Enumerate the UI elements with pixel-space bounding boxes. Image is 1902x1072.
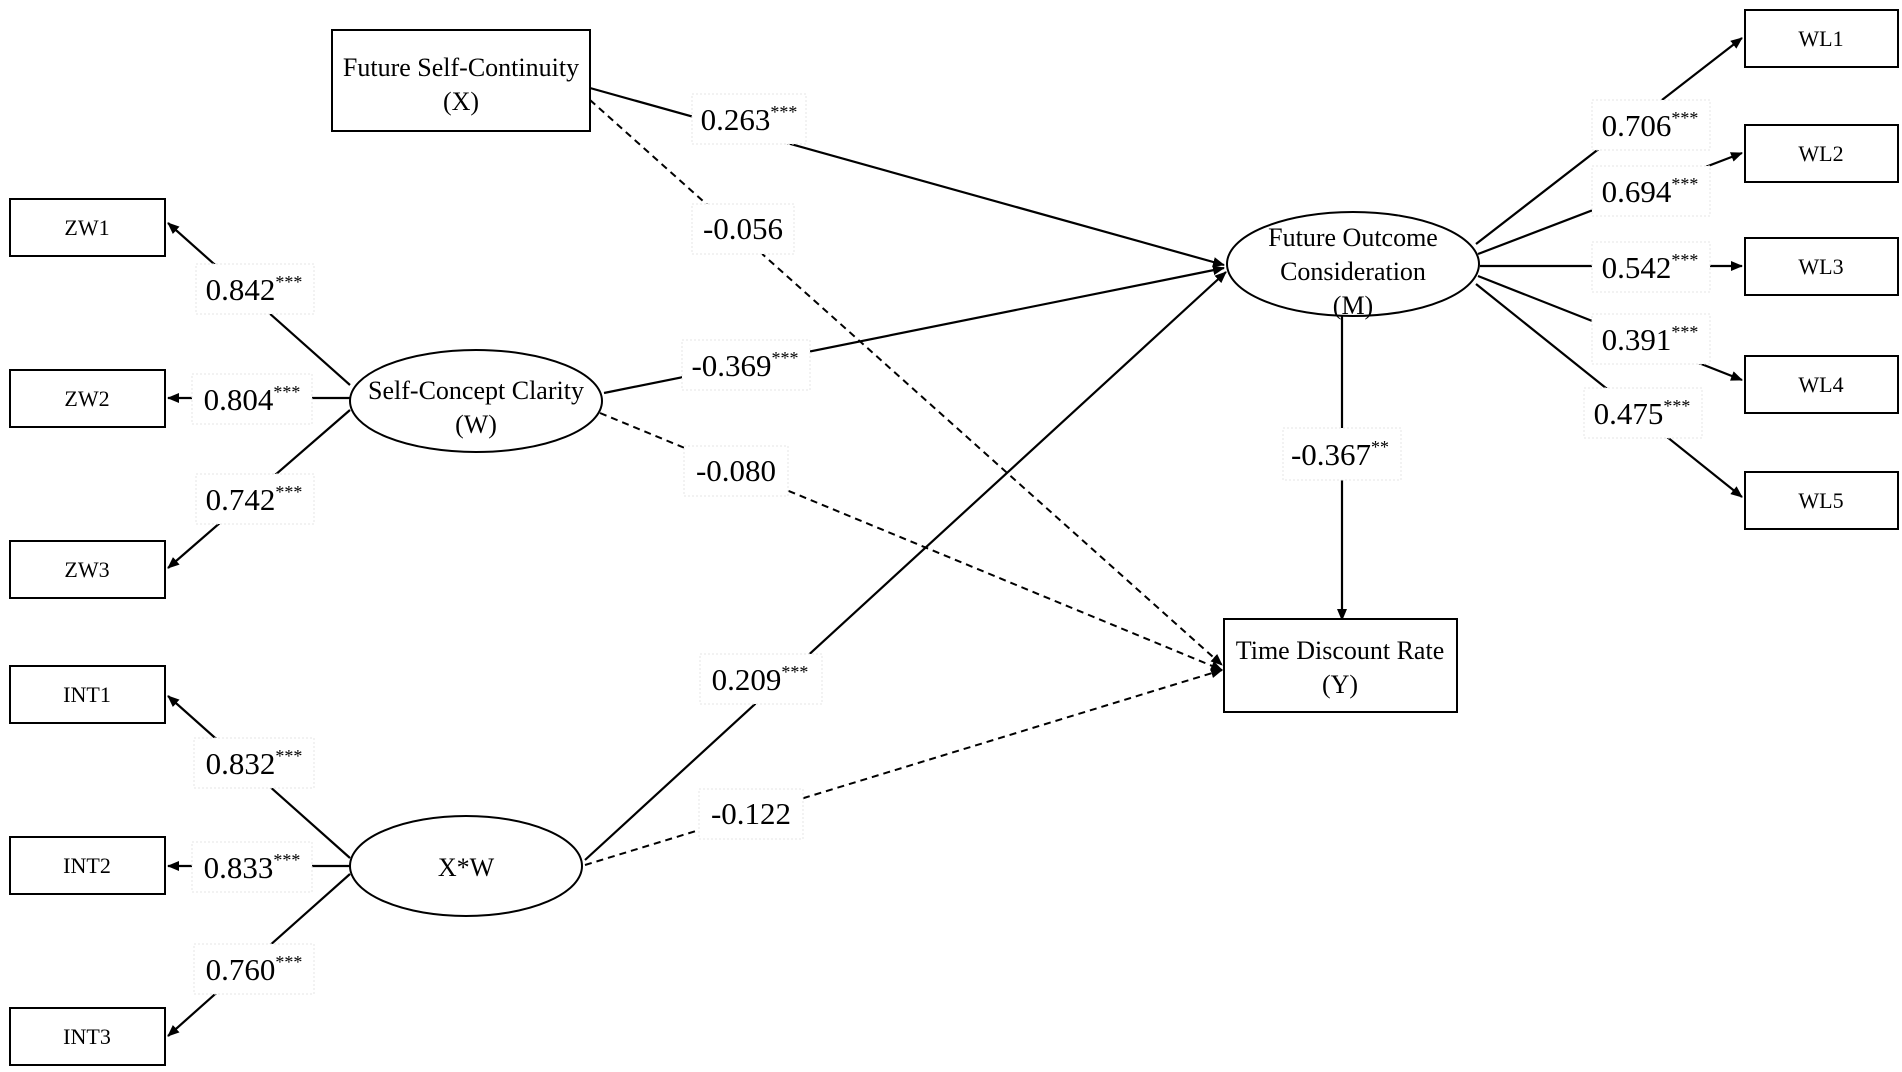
indicator-zw3: ZW3 <box>9 540 166 599</box>
edge-x-to-y <box>589 99 1223 666</box>
node-w-line-2: (W) <box>455 410 497 439</box>
svg-text:(Y): (Y) <box>1322 670 1358 699</box>
loading-wl4: 0.391*** <box>1591 313 1711 365</box>
svg-text:ZW3: ZW3 <box>64 557 109 582</box>
svg-text:0.542***: 0.542*** <box>1602 250 1699 285</box>
svg-text:-0.369***: -0.369*** <box>691 348 798 383</box>
loading-zw3: 0.742*** <box>195 473 315 525</box>
svg-text:Time Discount Rate: Time Discount Rate <box>1236 636 1444 665</box>
svg-text:WL3: WL3 <box>1798 254 1843 279</box>
node-x-line-1: Future Self-Continuity <box>343 53 579 82</box>
indicator-wl5: WL5 <box>1744 471 1899 530</box>
loading-int2: 0.833*** <box>191 841 313 893</box>
node-m-line-3: (M) <box>1333 291 1373 320</box>
loading-int3: 0.760*** <box>193 943 315 995</box>
indicator-int1: INT1 <box>9 665 166 724</box>
loading-wl1: 0.706*** <box>1591 99 1711 151</box>
svg-text:-0.122: -0.122 <box>711 796 791 831</box>
loading-wl2: 0.694*** <box>1591 165 1711 217</box>
svg-text:(X): (X) <box>443 87 479 116</box>
svg-text:ZW1: ZW1 <box>64 215 109 240</box>
node-y-line-1: Time Discount Rate <box>1236 636 1444 665</box>
loading-coefficients: 0.842*** 0.804*** 0.742*** 0.832*** 0.83… <box>191 99 1711 995</box>
svg-text:Self-Concept Clarity: Self-Concept Clarity <box>368 376 584 405</box>
loading-zw2: 0.804*** <box>191 373 313 425</box>
loading-zw1: 0.842*** <box>195 263 315 315</box>
coef-w-to-y: -0.080 <box>683 445 789 497</box>
loading-int1: 0.832*** <box>193 737 315 789</box>
coef-xw-to-m: 0.209*** <box>699 653 823 705</box>
indicator-zw1: ZW1 <box>9 198 166 257</box>
svg-text:INT3: INT3 <box>63 1024 111 1049</box>
loading-wl3: 0.542*** <box>1591 241 1711 293</box>
svg-text:0.833***: 0.833*** <box>204 850 301 885</box>
svg-text:WL4: WL4 <box>1798 372 1843 397</box>
edge-xw-to-y <box>584 668 1223 866</box>
svg-text:0.706***: 0.706*** <box>1602 108 1699 143</box>
node-m-line-1: Future Outcome <box>1268 223 1438 252</box>
svg-text:0.475***: 0.475*** <box>1594 396 1691 431</box>
svg-text:ZW2: ZW2 <box>64 386 109 411</box>
indicator-wl1: WL1 <box>1744 9 1899 68</box>
coef-m-to-y: -0.367** <box>1282 427 1402 481</box>
svg-text:(M): (M) <box>1333 291 1373 320</box>
svg-text:Consideration: Consideration <box>1280 257 1426 286</box>
edge-x-to-m <box>589 86 1225 267</box>
indicator-zw2: ZW2 <box>9 369 166 428</box>
coef-w-to-m: -0.369*** <box>681 339 811 391</box>
node-x-times-w: X*W <box>349 815 583 917</box>
indicator-int2: INT2 <box>9 836 166 895</box>
svg-text:0.842***: 0.842*** <box>206 272 303 307</box>
svg-text:WL5: WL5 <box>1798 488 1843 513</box>
node-future-outcome-consideration: Future Outcome Consideration (M) <box>1226 211 1480 320</box>
node-time-discount-rate: Time Discount Rate (Y) <box>1223 618 1458 713</box>
node-y-line-2: (Y) <box>1322 670 1358 699</box>
svg-text:0.391***: 0.391*** <box>1602 322 1699 357</box>
svg-text:-0.367**: -0.367** <box>1291 437 1389 472</box>
svg-text:0.694***: 0.694*** <box>1602 174 1699 209</box>
coef-x-to-m: 0.263*** <box>691 93 807 145</box>
node-future-self-continuity: Future Self-Continuity (X) <box>331 29 591 132</box>
svg-text:0.209***: 0.209*** <box>712 662 809 697</box>
indicators-w: ZW1 ZW2 ZW3 <box>9 198 166 599</box>
node-w-line-1: Self-Concept Clarity <box>368 376 584 405</box>
indicator-wl2: WL2 <box>1744 124 1899 183</box>
coef-xw-to-y: -0.122 <box>698 788 804 840</box>
svg-text:0.263***: 0.263*** <box>701 102 798 137</box>
path-coefficients: 0.263*** -0.056 -0.369*** -0.080 0.209**… <box>681 93 1402 840</box>
indicators-m: WL1 WL2 WL3 WL4 WL5 <box>1744 9 1899 530</box>
svg-text:(W): (W) <box>455 410 497 439</box>
svg-text:-0.080: -0.080 <box>696 453 776 488</box>
node-x-line-2: (X) <box>443 87 479 116</box>
svg-text:-0.056: -0.056 <box>703 211 783 246</box>
loading-wl5: 0.475*** <box>1583 387 1703 439</box>
indicator-int3: INT3 <box>9 1007 166 1066</box>
svg-text:WL2: WL2 <box>1798 141 1843 166</box>
svg-text:0.804***: 0.804*** <box>204 382 301 417</box>
svg-text:0.742***: 0.742*** <box>206 482 303 517</box>
indicator-wl4: WL4 <box>1744 355 1899 414</box>
node-self-concept-clarity: Self-Concept Clarity (W) <box>349 349 603 453</box>
svg-text:Future Outcome: Future Outcome <box>1268 223 1438 252</box>
svg-text:WL1: WL1 <box>1798 26 1843 51</box>
svg-text:INT1: INT1 <box>63 682 111 707</box>
svg-text:X*W: X*W <box>438 853 495 882</box>
node-xw-line-1: X*W <box>438 853 495 882</box>
node-m-line-2: Consideration <box>1280 257 1426 286</box>
indicators-xw: INT1 INT2 INT3 <box>9 665 166 1066</box>
edge-xw-to-m <box>584 271 1227 861</box>
coef-x-to-y: -0.056 <box>691 203 795 255</box>
svg-text:0.832***: 0.832*** <box>206 746 303 781</box>
svg-text:Future Self-Continuity: Future Self-Continuity <box>343 53 579 82</box>
svg-text:INT2: INT2 <box>63 853 111 878</box>
svg-text:0.760***: 0.760*** <box>206 952 303 987</box>
indicator-wl3: WL3 <box>1744 237 1899 296</box>
